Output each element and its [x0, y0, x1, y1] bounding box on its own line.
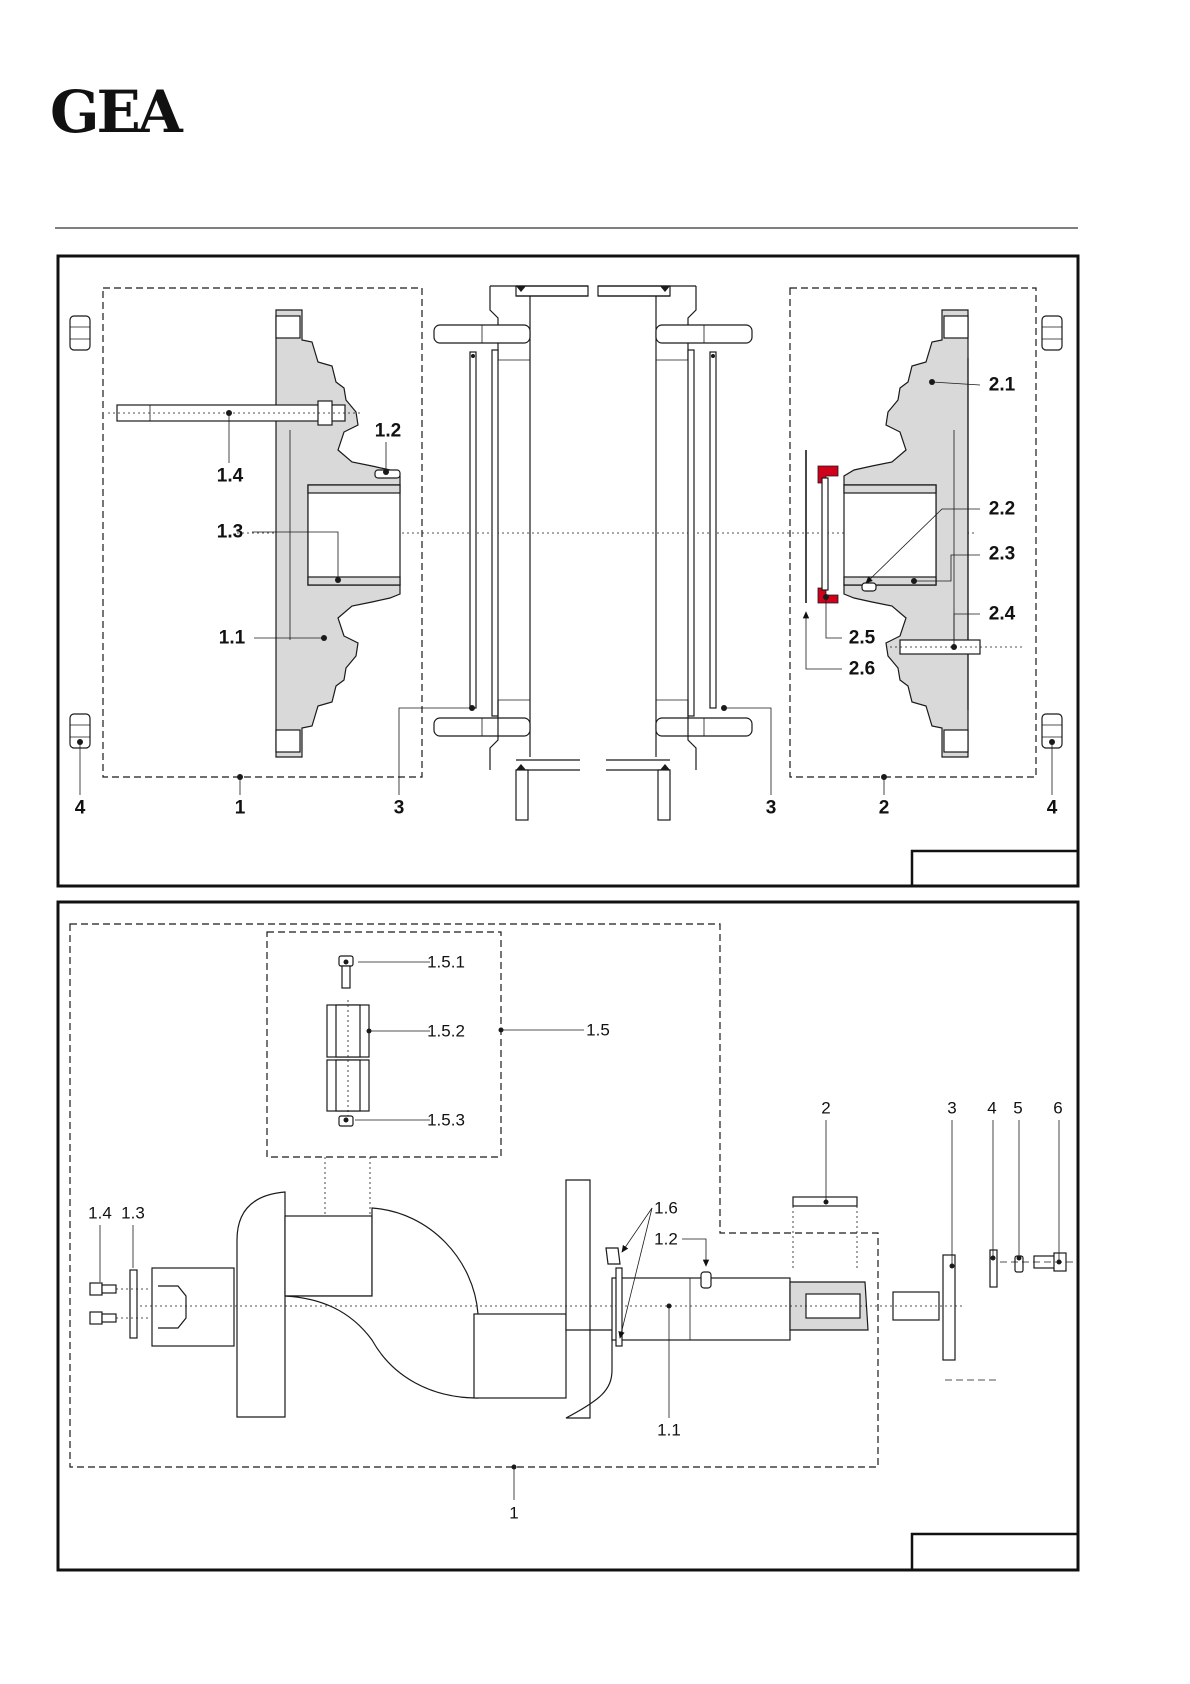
- callout-2-4: 2.4: [989, 605, 1015, 624]
- callout-1-5-2: 1.5.2: [427, 1023, 465, 1040]
- bolt-1-4: [90, 1312, 116, 1324]
- callout-4: 4: [1047, 799, 1058, 818]
- callout-2: 2: [821, 1100, 830, 1117]
- plate-1-3: [116, 1270, 150, 1338]
- callout-1-4: 1.4: [88, 1205, 112, 1222]
- key-1-2: [701, 1272, 711, 1288]
- sight-glass-right: [598, 286, 752, 820]
- figure-bottom: [58, 902, 1078, 1570]
- callout-1-2: 1.2: [654, 1231, 678, 1248]
- seal-2-5: [818, 466, 838, 603]
- callout-1-3: 1.3: [121, 1205, 145, 1222]
- callout-2-2: 2.2: [989, 500, 1015, 519]
- callout-1-5: 1.5: [586, 1022, 610, 1039]
- callout-1: 1: [235, 799, 246, 818]
- figure-top: [58, 256, 1078, 886]
- callout-1-1: 1.1: [657, 1422, 681, 1439]
- part-3: [893, 1255, 1000, 1380]
- callout-2-3: 2.3: [989, 545, 1015, 564]
- part-4: [990, 1250, 997, 1287]
- callout-4: 4: [987, 1100, 996, 1117]
- callout-3: 3: [947, 1100, 956, 1117]
- title-box: [912, 1534, 1078, 1570]
- hex-nut: [70, 316, 90, 350]
- callout-1-1: 1.1: [219, 629, 245, 648]
- ring-2-2: [862, 583, 876, 591]
- callout-1-5-3: 1.5.3: [427, 1112, 465, 1129]
- callout-2-5: 2.5: [849, 629, 875, 648]
- callout-1-6: 1.6: [654, 1200, 678, 1217]
- callout-2-6: 2.6: [849, 660, 875, 679]
- callout-3: 3: [766, 799, 777, 818]
- callout-1-4: 1.4: [217, 467, 243, 486]
- crankshaft-1-1: [140, 1180, 880, 1418]
- part-2: [793, 1197, 857, 1268]
- stud-1-4: [108, 401, 360, 425]
- bearing-shells-1-5-2: [327, 1000, 369, 1116]
- callout-2: 2: [879, 799, 890, 818]
- bolt-1-4: [90, 1283, 116, 1295]
- callout-1: 1: [509, 1505, 518, 1522]
- callout-2-1: 2.1: [989, 376, 1015, 395]
- callout-4: 4: [75, 799, 86, 818]
- sight-glass-left: [434, 286, 588, 820]
- callout-5: 5: [1013, 1100, 1022, 1117]
- callout-1-3: 1.3: [217, 523, 243, 542]
- callout-1-5-1: 1.5.1: [427, 954, 465, 971]
- title-box: [912, 851, 1078, 886]
- callout-3: 3: [394, 799, 405, 818]
- flange-2-1: [844, 310, 968, 757]
- callout-1-2: 1.2: [375, 422, 401, 441]
- hex-nut: [1042, 316, 1062, 350]
- assembly-1-5-outline: [267, 932, 501, 1157]
- callout-6: 6: [1053, 1100, 1062, 1117]
